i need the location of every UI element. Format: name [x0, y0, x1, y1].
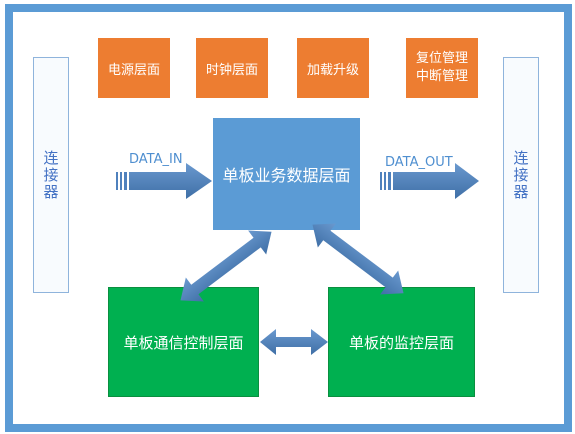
left-connector: 连接器 [33, 57, 69, 293]
right-connector-label: 连接器 [511, 149, 530, 201]
clock-layer-block: 时钟层面 [196, 38, 268, 98]
data-out-label: DATA_OUT [385, 155, 453, 170]
core-comm-double-arrow [180, 230, 272, 302]
core-monitor-double-arrow [312, 223, 404, 295]
comm-monitor-double-arrow [260, 329, 328, 355]
data-in-label: DATA_IN [129, 152, 183, 167]
data-out-arrow [380, 163, 479, 199]
monitor-layer-label: 单板的监控层面 [348, 333, 454, 352]
data-in-arrow [116, 163, 212, 199]
reset-management-label: 复位管理 [415, 51, 468, 66]
clock-layer-label: 时钟层面 [205, 62, 258, 78]
comm-control-layer-block: 单板通信控制层面 [108, 287, 259, 397]
business-data-layer-label: 单板业务数据层面 [222, 166, 351, 185]
load-upgrade-label: 加载升级 [306, 62, 359, 78]
reset-interrupt-block: 复位管理 中断管理 [406, 38, 478, 98]
left-connector-label: 连接器 [41, 149, 60, 201]
comm-control-layer-label: 单板通信控制层面 [123, 333, 244, 352]
interrupt-management-label: 中断管理 [415, 69, 468, 84]
power-layer-label: 电源层面 [107, 62, 160, 78]
load-upgrade-block: 加载升级 [297, 38, 369, 98]
right-connector: 连接器 [503, 57, 539, 293]
business-data-layer-block: 单板业务数据层面 [213, 118, 360, 230]
power-layer-block: 电源层面 [98, 38, 170, 98]
